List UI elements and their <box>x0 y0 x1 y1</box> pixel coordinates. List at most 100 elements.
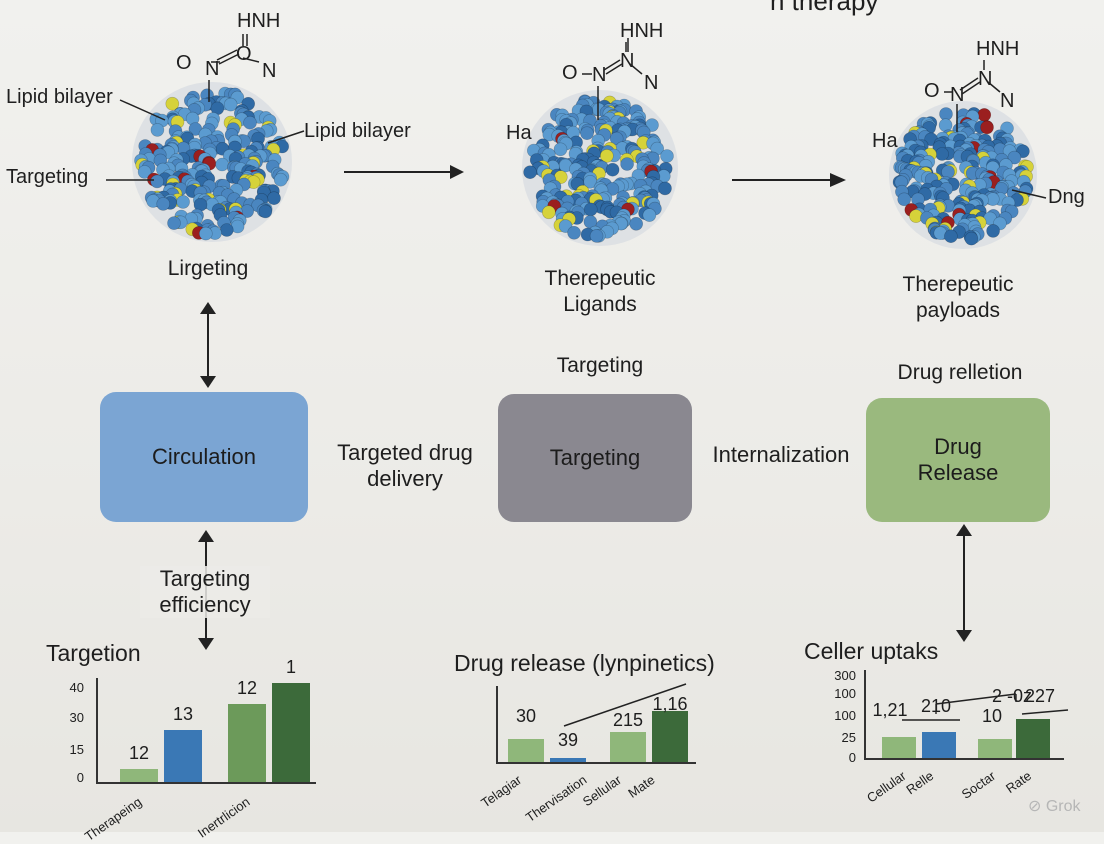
double-arrow-release-chart <box>956 524 972 642</box>
p2-formula-left: O <box>562 62 578 84</box>
chart3-data-label: 1,21 <box>872 700 908 720</box>
sphere-cluster <box>134 86 290 241</box>
chart1-bar <box>272 683 310 782</box>
chart1-data-label: 12 <box>128 743 150 763</box>
arrow-p1-to-p2 <box>344 165 464 179</box>
sphere-cluster <box>523 94 674 243</box>
chart2-bar <box>550 758 586 762</box>
sphere <box>267 191 281 205</box>
sphere <box>600 149 614 163</box>
lipid-bilayer-label-right: Lipid bilayer <box>304 120 411 142</box>
chart3-x-tick: Rate <box>1002 768 1035 797</box>
chart2-y-axis <box>496 686 498 764</box>
sphere <box>897 192 912 207</box>
p2-label-h: Ha <box>506 122 532 144</box>
sphere <box>567 226 581 240</box>
sphere <box>273 172 288 187</box>
p3-caption: Therepeutic payloads <box>880 272 1036 324</box>
drug-release-box[interactable]: Drug Release <box>866 398 1050 522</box>
sphere <box>167 216 181 230</box>
sphere <box>1007 150 1022 165</box>
release-line2: Release <box>917 460 999 485</box>
chart3-extra-label: 2 -0z <box>991 686 1033 706</box>
p3-label-dng: Dng <box>1048 186 1085 208</box>
watermark-text: Grok <box>1045 798 1081 815</box>
sphere <box>642 208 657 222</box>
chart3-x-tick: Soctar <box>958 768 999 802</box>
targeting-box[interactable]: Targeting <box>498 394 692 522</box>
targeting-pointer <box>106 179 154 181</box>
chart3-bar <box>978 739 1012 758</box>
chart2-x-tick: Thervisation <box>522 772 590 825</box>
chart1-data-label: 1 <box>285 657 296 678</box>
lipid-bilayer-label-left: Lipid bilayer <box>6 86 113 108</box>
chart1-y-tick: 0 <box>76 770 84 785</box>
chart2-data-label: 215 <box>612 710 644 730</box>
sphere <box>215 157 229 172</box>
sphere <box>580 126 594 141</box>
chart3-data-label: 227 <box>1024 686 1056 706</box>
chart1-y-tick: 40 <box>69 680 84 695</box>
chart1-y-tick: 30 <box>69 710 84 725</box>
lipid-bilayer-pointer-left <box>119 99 166 121</box>
p3-formula-left: O <box>924 80 940 102</box>
sphere <box>150 123 165 137</box>
sphere <box>223 97 238 112</box>
chart3-x-axis <box>864 758 1064 760</box>
sphere <box>220 223 234 237</box>
sphere <box>986 224 1000 238</box>
p1-formula-top: HNH <box>237 10 281 32</box>
sphere <box>658 181 672 196</box>
sphere <box>935 147 949 161</box>
chart3-y-tick: 0 <box>848 750 856 765</box>
sphere <box>944 229 958 243</box>
efficiency-label: Targeting efficiency <box>140 566 270 618</box>
p3-caption-line2: payloads <box>915 299 1001 322</box>
between1-line2: delivery <box>367 466 443 491</box>
chart2-x-axis <box>496 762 696 764</box>
sphere <box>629 217 643 231</box>
chart3-y-tick: 100 <box>834 708 856 723</box>
p1-formula-n2: N <box>262 60 277 82</box>
chart2-data-label: 1,16 <box>652 694 688 714</box>
chart1-x-axis <box>96 782 316 784</box>
p2-formula-n2: N <box>620 50 635 72</box>
grok-icon: ⊘ <box>1028 798 1042 815</box>
chart1-title: Targetion <box>46 640 141 666</box>
chart3-bar <box>882 736 916 758</box>
sphere <box>150 174 164 189</box>
sphere-cluster <box>892 107 1034 246</box>
p3-caption-line1: Therepeutic <box>902 273 1014 296</box>
sphere <box>553 142 568 157</box>
sphere <box>541 205 556 220</box>
sphere <box>176 195 190 209</box>
p3-bonds <box>944 60 1001 132</box>
release-above-label: Drug relletion <box>897 361 1023 384</box>
internalization-label: Internalization <box>712 442 850 467</box>
nanoparticle-3-graphic <box>889 101 1037 249</box>
circulation-box[interactable]: Circulation <box>100 392 308 522</box>
double-arrow-p1-circulation <box>200 302 216 388</box>
arrow-p2-to-p3 <box>732 173 846 187</box>
sphere <box>660 149 674 163</box>
sphere <box>188 122 203 136</box>
chart1-data-label: 12 <box>236 678 258 698</box>
nanoparticle-2-graphic <box>522 90 678 246</box>
p1-caption: Lirgeting <box>167 257 249 280</box>
sphere <box>523 165 537 179</box>
p2-formula-top: HNH <box>620 20 664 42</box>
sphere <box>964 231 979 246</box>
circulation-label: Circulation <box>152 444 256 469</box>
lipid-bilayer-pointer-right <box>267 130 305 144</box>
dng-pointer <box>1011 189 1047 199</box>
between1-text: Targeted drug delivery <box>326 440 484 492</box>
sphere <box>156 197 171 211</box>
targeting-label: Targeting <box>6 166 89 188</box>
chart1-bar <box>164 730 202 782</box>
chart2-x-tick: Telagiar <box>478 772 525 811</box>
sphere <box>199 226 213 241</box>
chart2-data-label: 30 <box>515 706 537 726</box>
release-line1: Drug <box>934 434 982 459</box>
